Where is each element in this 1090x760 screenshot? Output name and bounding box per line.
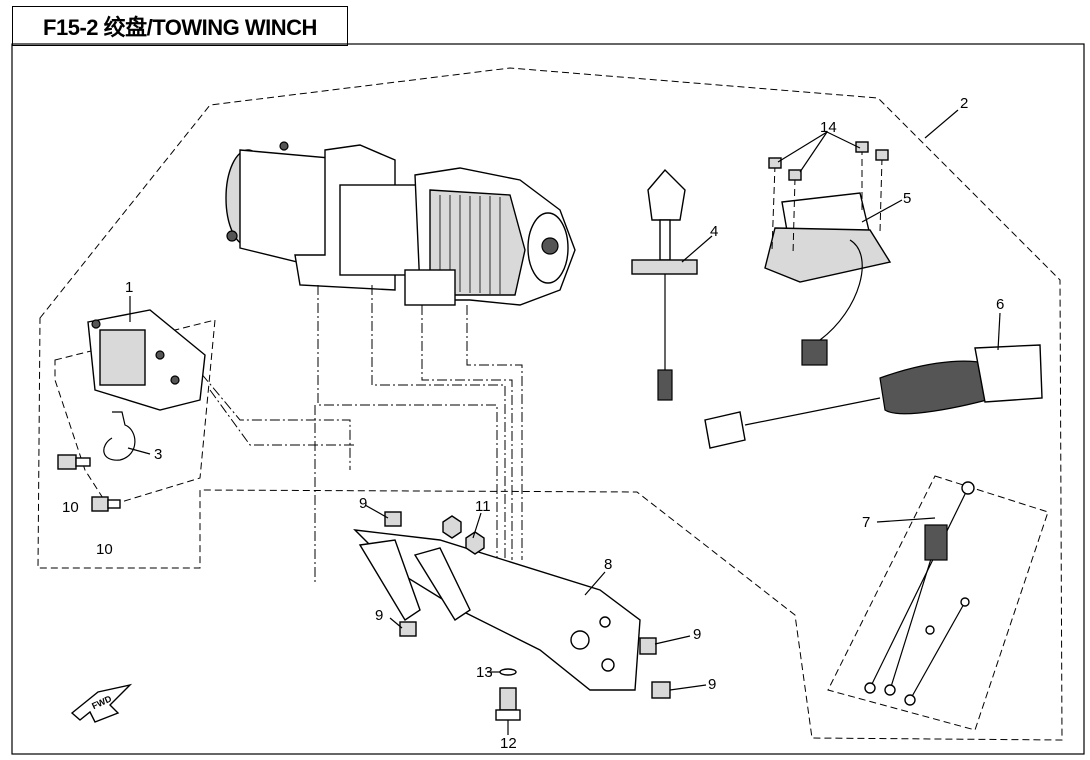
callout-5: 5 [903,190,911,207]
harness-boundary [827,475,1049,731]
callout-9a: 9 [359,495,367,512]
callout-3: 3 [154,446,162,463]
harness-item-7 [864,481,975,706]
bolts-item-9 [384,511,671,699]
remote-item-6 [704,344,1043,449]
bolt-item-12 [495,687,521,721]
switch-item-4 [631,168,698,401]
winch-assembly [225,141,576,306]
bolt-10a [57,454,91,470]
callout-6: 6 [996,296,1004,313]
washer-item-13 [499,668,517,676]
callout-7: 7 [862,514,870,531]
callout-12: 12 [500,735,517,752]
callout-13: 13 [476,664,493,681]
assembly-boundary [37,67,1063,741]
fwd-arrow: FWD [70,683,133,723]
alignment-lines [189,285,523,585]
bolt-10b [91,496,121,512]
diagram-title: F15-2 绞盘/TOWING WINCH [12,6,348,46]
mounting-plate-item-8 [353,529,641,691]
callout-1: 1 [125,279,133,296]
frame-border [11,43,1085,755]
callout-9d: 9 [708,676,716,693]
callout-14: 14 [820,119,837,136]
bolts-item-14 [768,141,889,256]
leader-lines [127,109,1001,735]
callout-10a: 10 [62,499,79,516]
callout-11: 11 [475,498,491,515]
callout-10b: 10 [96,541,113,558]
hook [103,411,136,461]
callout-2: 2 [960,95,968,112]
callout-9b: 9 [375,607,383,624]
nuts-item-11 [442,515,485,555]
callout-4: 4 [710,223,718,240]
callout-9c: 9 [693,626,701,643]
callout-8: 8 [604,556,612,573]
fairlead [87,309,206,411]
relay-item-5 [764,192,892,366]
